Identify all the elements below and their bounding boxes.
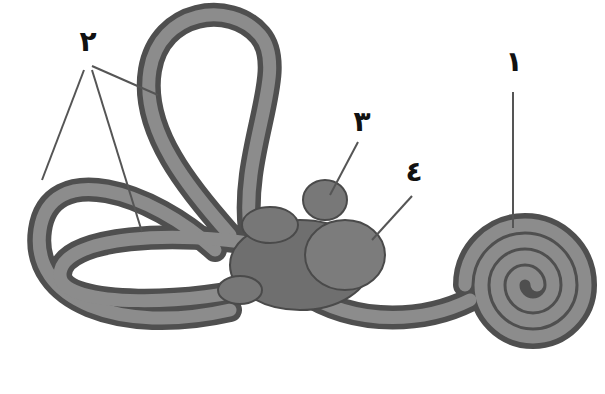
callout-number: ١ (501, 47, 526, 77)
callout-number: ٤ (401, 157, 426, 187)
callout-number: ٢ (75, 27, 100, 57)
callout-number: ٣ (349, 107, 374, 137)
